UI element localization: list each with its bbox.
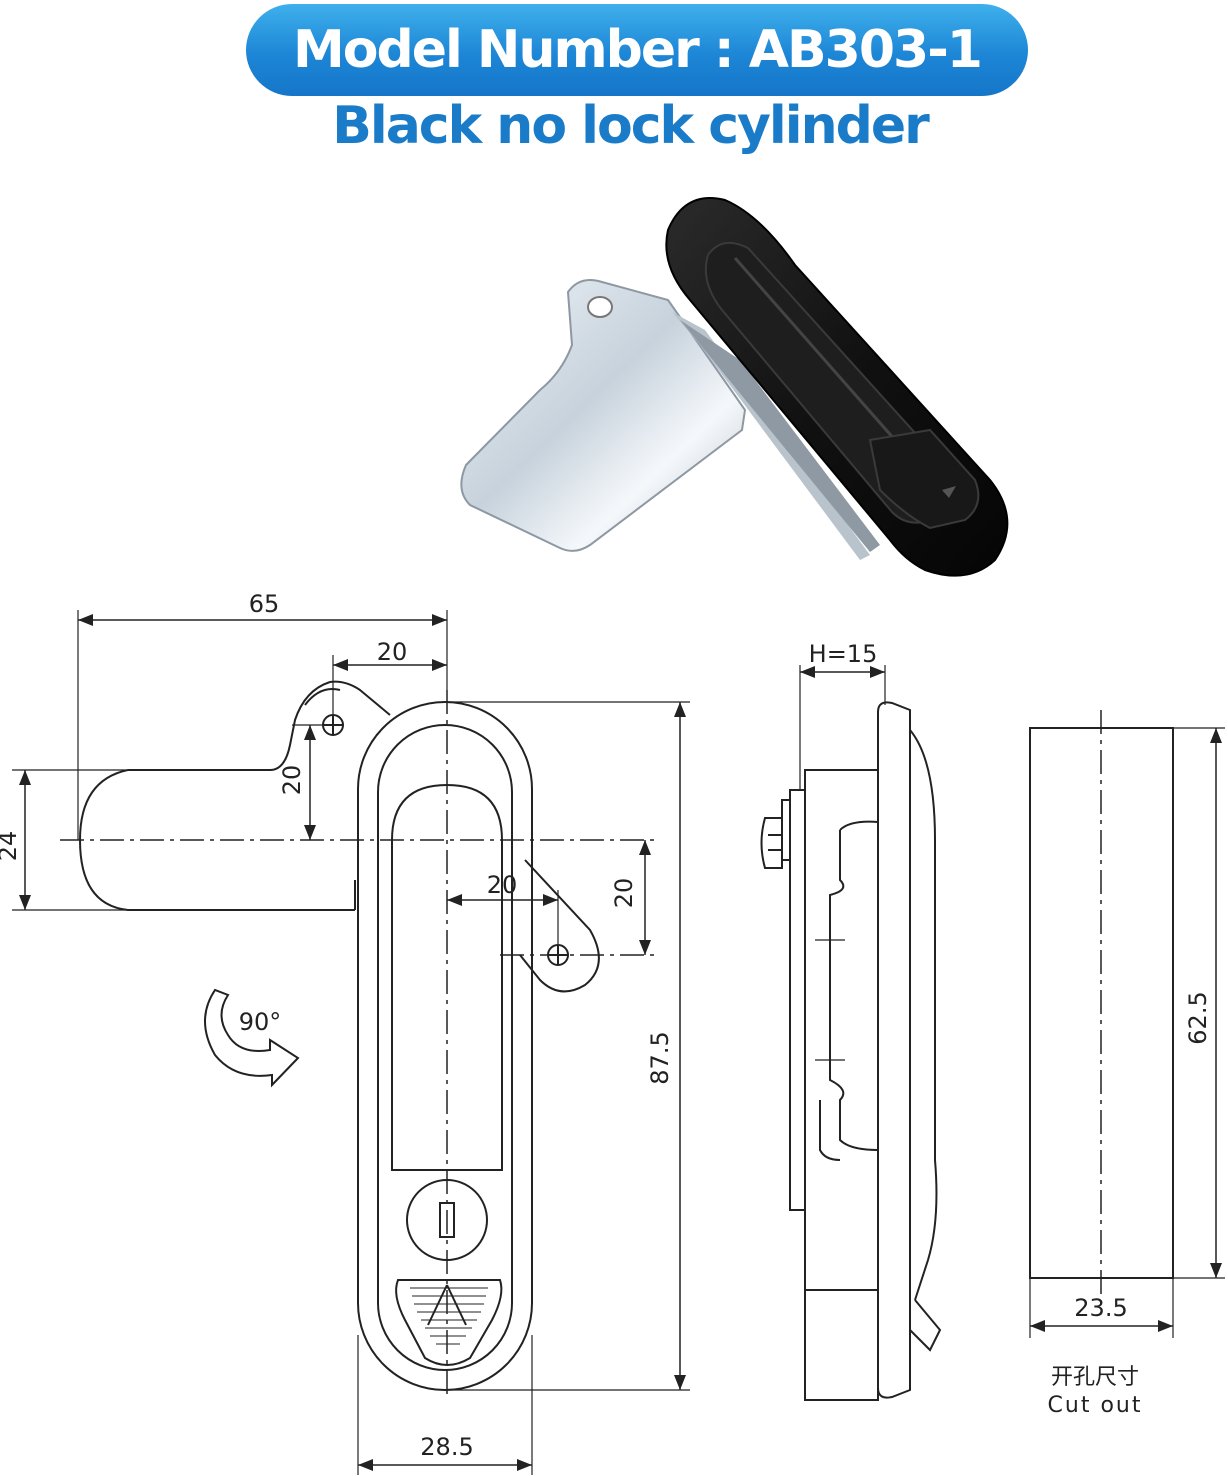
dim-body-width: 28.5 [420,1433,473,1461]
tongue-hole [587,296,613,318]
dim-overall-height: 87.5 [646,1031,674,1084]
front-view-drawing [12,610,690,1475]
side-view-drawing [760,665,942,1401]
product-photo [460,197,1009,577]
rotation-angle-label: 90° [239,1008,282,1036]
cutout-drawing [1029,710,1225,1338]
model-number-text: Model Number : AB303-1 [293,20,983,80]
dim-pivot-offset-right: 20 [487,871,518,899]
dim-pivot-height: 20 [278,765,306,796]
rotation-arrow-icon [204,988,300,1088]
arrow-marker-icon [942,486,956,498]
dim-tongue-height: 24 [0,831,22,862]
dim-total-width: 65 [249,590,280,618]
model-number-banner: Model Number : AB303-1 [246,4,1028,96]
dim-pivot-offset-top: 20 [377,638,408,666]
variant-subtitle: Black no lock cylinder [332,96,930,156]
dim-cutout-height: 62.5 [1184,991,1212,1044]
cutout-label-chinese: 开孔尺寸 [1051,1365,1139,1390]
dim-cutout-width: 23.5 [1074,1294,1127,1322]
cutout-label-english: Cut out [1048,1393,1143,1418]
dim-depth: H=15 [809,640,878,668]
dim-pivot-drop: 20 [610,878,638,909]
latch-tongue [460,279,747,552]
push-button [868,428,980,530]
